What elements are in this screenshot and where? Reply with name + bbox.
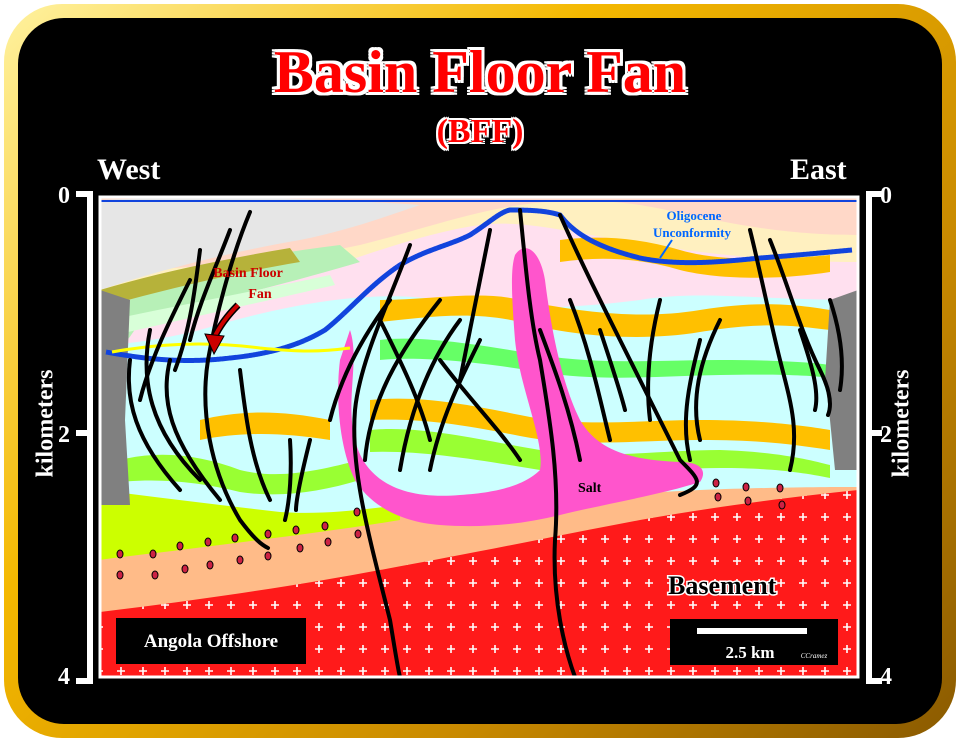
credit-label: CCramez	[801, 652, 828, 660]
location-label: Angola Offshore	[144, 631, 278, 652]
salt-label: Salt	[578, 481, 602, 496]
basin-floor-fan-body	[111, 342, 351, 354]
fan-label-line1: Basin Floor	[213, 266, 283, 281]
left-depth-tick-2: 2	[58, 422, 70, 448]
left-depth-tick-4: 4	[58, 664, 70, 690]
salt-body	[338, 248, 704, 527]
fan-label-line2: Fan	[248, 287, 272, 302]
west-grey-block	[100, 290, 130, 505]
right-depth-tick-2: 2	[880, 422, 892, 448]
west-label: West	[97, 153, 161, 186]
sand-markers	[116, 478, 786, 580]
scale-box	[670, 619, 838, 665]
fan-arrow-head	[204, 333, 225, 356]
scale-label: 2.5 km	[725, 643, 774, 662]
page-title: Basin Floor Fan	[273, 39, 687, 105]
right-depth-tick-0: 0	[880, 183, 892, 209]
section-border	[98, 195, 860, 679]
left-axis-bar	[76, 191, 93, 684]
location-box	[116, 618, 306, 664]
page-subtitle: (BFF)	[436, 113, 524, 150]
left-depth-tick-0: 0	[58, 183, 70, 209]
east-label: East	[790, 153, 847, 186]
unconformity-label-line1: Oligocene	[667, 208, 722, 223]
unconformity-pointer	[659, 239, 673, 259]
right-axis-bar	[866, 191, 882, 684]
right-depth-tick-4: 4	[880, 664, 892, 690]
oligocene-unconformity-line	[105, 207, 853, 363]
basement-label: Basement	[668, 571, 777, 600]
faults	[126, 208, 844, 677]
scale-bar	[697, 628, 807, 634]
unconformity-label-line2: Unconformity	[653, 225, 731, 240]
